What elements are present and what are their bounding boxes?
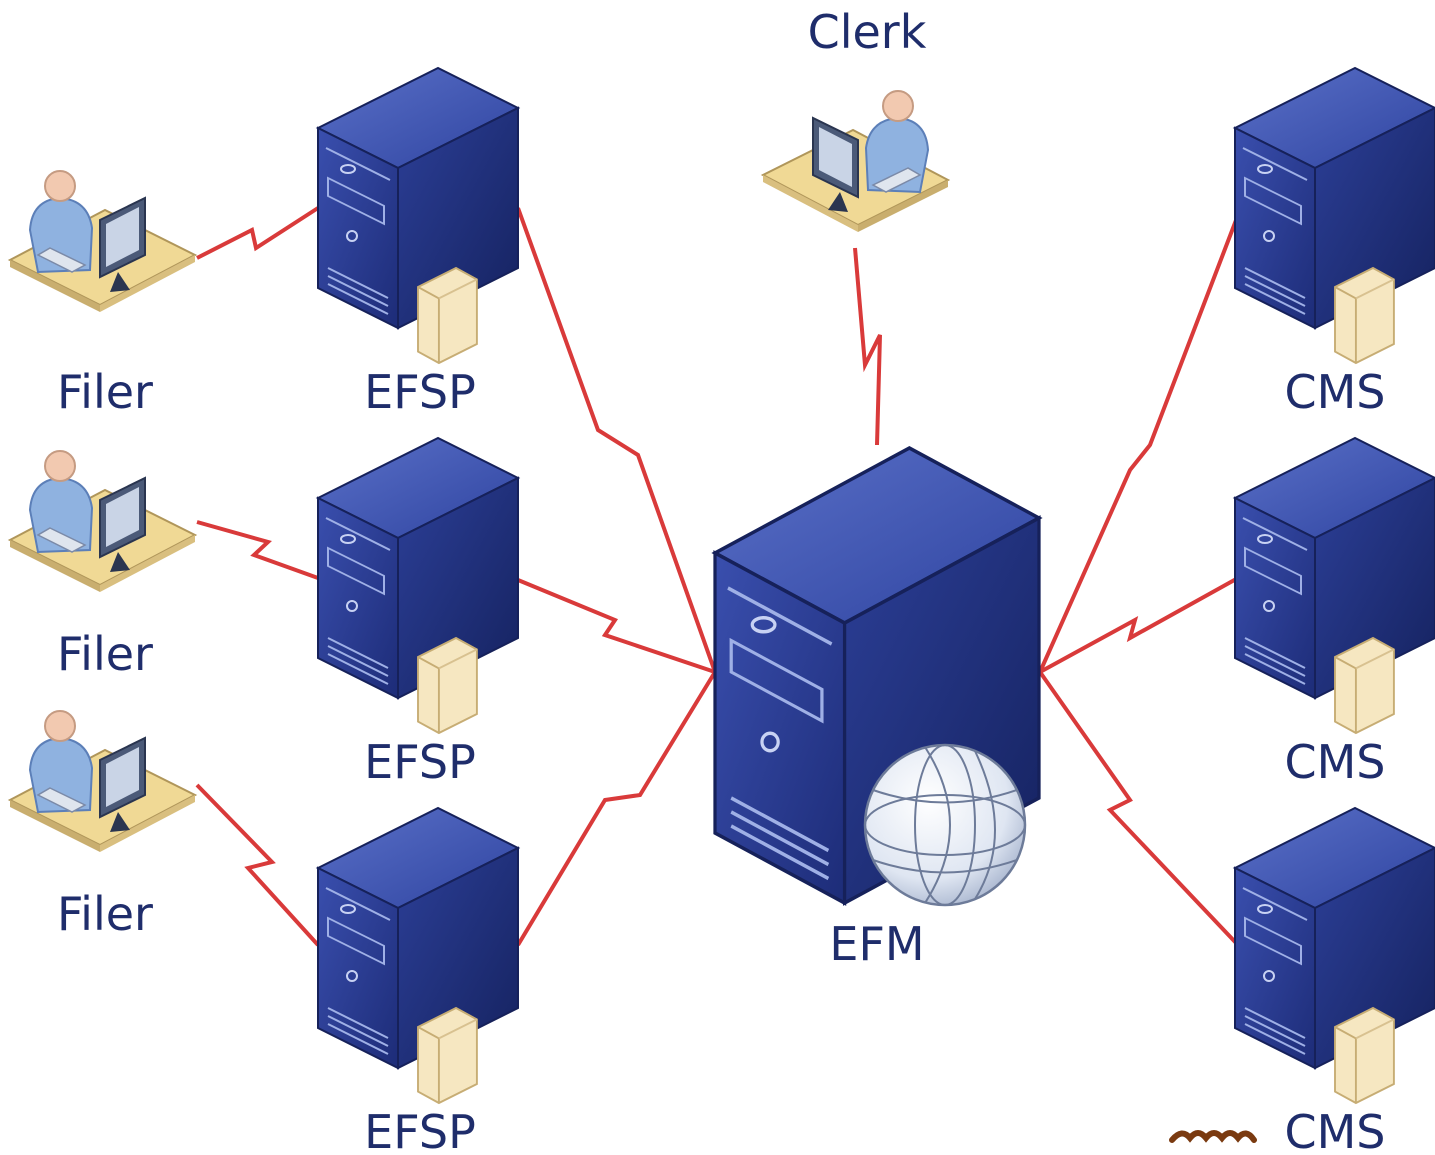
- clerk-label: Clerk: [808, 5, 927, 59]
- folder-icon: [417, 637, 478, 734]
- filer-2-label: Filer: [57, 627, 153, 681]
- link-filer1-efsp1: [196, 206, 320, 260]
- efsp-2-label: EFSP: [364, 735, 476, 789]
- workstation-user-icon: [762, 90, 949, 233]
- workstation-user-icon: [9, 450, 196, 593]
- globe-icon: [863, 743, 1027, 907]
- folder-icon: [417, 267, 478, 364]
- cms-1: CMS: [1234, 67, 1435, 419]
- cms-2-label: CMS: [1284, 735, 1385, 789]
- efsp-2: EFSP: [317, 437, 519, 789]
- efm: EFM: [713, 446, 1041, 971]
- cms-2: CMS: [1234, 437, 1435, 789]
- filer-3-label: Filer: [57, 887, 153, 941]
- filer-2: Filer: [9, 450, 196, 681]
- folder-icon: [1334, 1007, 1395, 1104]
- folder-icon: [1334, 637, 1395, 734]
- folder-icon: [417, 1007, 478, 1104]
- link-efsp2-efm: [517, 578, 716, 674]
- filer-1-label: Filer: [57, 365, 153, 419]
- cms-1-label: CMS: [1284, 365, 1385, 419]
- efsp-3-label: EFSP: [364, 1105, 476, 1155]
- link-efm-cms3: [1038, 670, 1240, 947]
- efm-label: EFM: [829, 917, 924, 971]
- clerk: Clerk: [762, 5, 949, 233]
- cms-3-label: CMS: [1284, 1105, 1385, 1155]
- link-filer2-efsp2: [196, 520, 319, 580]
- efsp-1: EFSP: [317, 67, 519, 419]
- link-efm-cms2: [1039, 576, 1239, 674]
- link-efsp3-efm: [516, 670, 717, 947]
- link-efsp1-efm: [516, 207, 717, 673]
- workstation-user-icon: [9, 710, 196, 853]
- link-filer3-efsp3: [195, 783, 320, 947]
- link-clerk-efm: [853, 247, 882, 446]
- filer-3: Filer: [9, 710, 196, 941]
- link-efm-cms1: [1038, 214, 1240, 673]
- efsp-3: EFSP: [317, 807, 519, 1155]
- folder-icon: [1334, 267, 1395, 364]
- workstation-user-icon: [9, 170, 196, 313]
- decorative-mark-icon: [1169, 1130, 1257, 1143]
- cms-3: CMS: [1234, 807, 1435, 1155]
- efsp-1-label: EFSP: [364, 365, 476, 419]
- filer-1: Filer: [9, 170, 196, 419]
